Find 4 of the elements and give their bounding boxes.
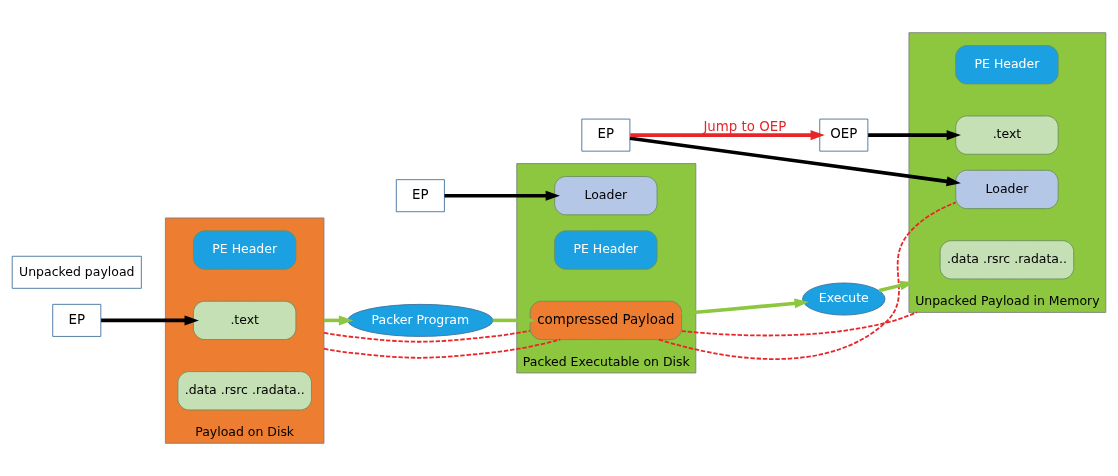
node-label: Payload on Disk bbox=[195, 424, 295, 440]
node-label: Unpacked Payload in Memory bbox=[915, 293, 1100, 309]
node-label: Packed Executable on Disk bbox=[522, 354, 690, 369]
edge-label: Jump to OEP bbox=[703, 118, 787, 134]
